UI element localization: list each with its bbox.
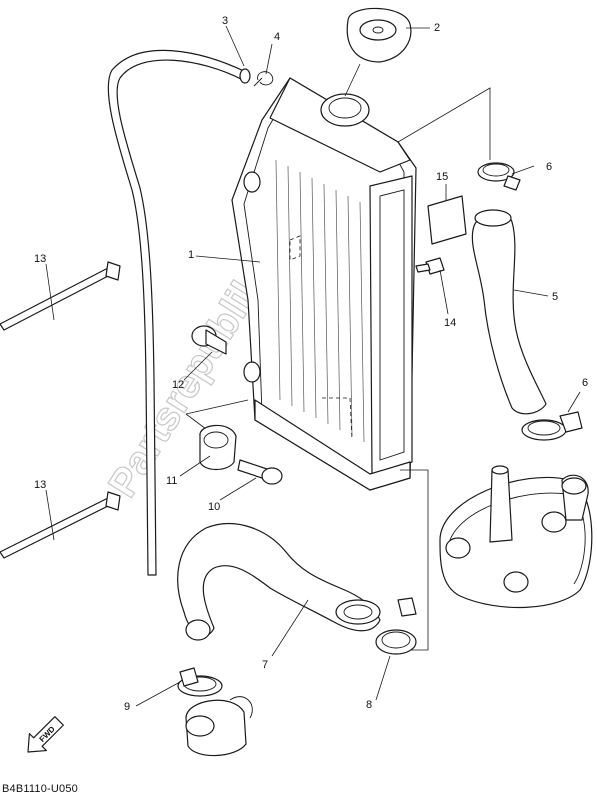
hose-clip <box>253 71 274 87</box>
upper-radiator-hose <box>471 212 547 415</box>
fwd-arrow: FWD <box>27 716 64 753</box>
hose-clamp-upper <box>477 162 521 191</box>
callout-9: 9 <box>124 701 130 713</box>
callout-7: 7 <box>262 659 268 671</box>
callout-2: 2 <box>434 22 440 34</box>
overflow-hose <box>107 49 247 576</box>
callout-6-lower: 6 <box>582 377 588 389</box>
callout-11: 11 <box>166 475 177 487</box>
callout-3: 3 <box>222 15 228 27</box>
callout-8: 8 <box>366 699 372 711</box>
callout-4: 4 <box>274 31 280 43</box>
radiator-cap <box>346 7 412 63</box>
lower-radiator-hose <box>177 523 381 637</box>
cylinder-head-cover <box>439 465 593 609</box>
cable-tie-upper <box>0 261 121 331</box>
leader-lines <box>45 25 581 707</box>
bolt-10 <box>237 459 283 485</box>
radiator-fins <box>275 159 365 443</box>
hose-clamp-lower <box>375 597 417 655</box>
overflow-hose-end <box>239 68 251 84</box>
callout-13-lower: 13 <box>34 479 46 491</box>
grommet <box>199 424 237 471</box>
callout-1: 1 <box>188 249 194 261</box>
callout-15: 15 <box>436 171 448 183</box>
hose-clamp-9 <box>177 667 223 697</box>
bolt-14 <box>415 257 445 275</box>
callout-12: 12 <box>172 379 184 391</box>
hose-clamp-lower-right <box>521 411 583 441</box>
callout-13-upper: 13 <box>34 253 46 265</box>
cable-tie-lower <box>0 491 121 559</box>
drawing-code: B4B1110-U050 <box>2 783 78 795</box>
engine-fitting <box>185 696 253 757</box>
radiator <box>231 77 417 491</box>
callouts: 1 2 3 4 5 6 6 7 8 9 10 11 12 13 13 14 15 <box>34 15 588 713</box>
callout-14: 14 <box>444 317 456 329</box>
callout-10: 10 <box>208 501 220 513</box>
radiator-pad <box>427 195 467 245</box>
callout-5: 5 <box>552 291 558 303</box>
callout-6-upper: 6 <box>546 161 552 173</box>
collar <box>191 325 227 355</box>
